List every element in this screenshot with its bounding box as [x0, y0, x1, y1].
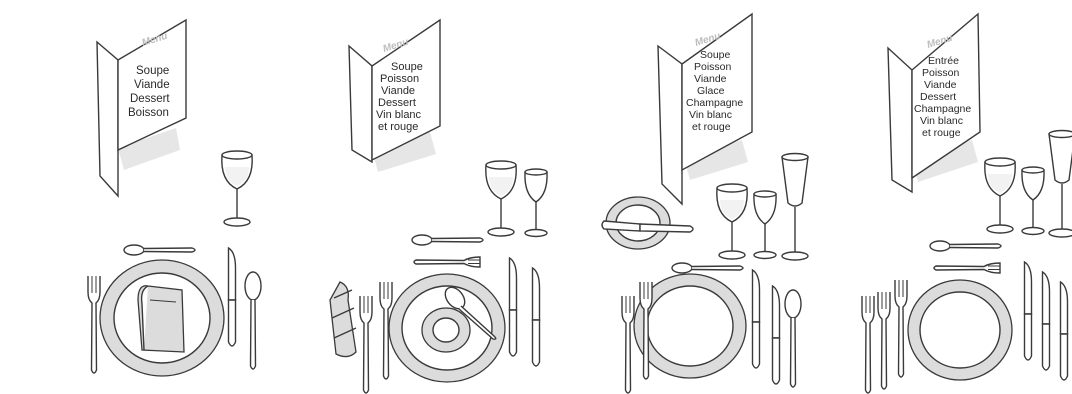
- fish-knife-icon: [773, 286, 780, 384]
- menu-item: Poisson: [380, 73, 419, 85]
- soup-spoon-icon: [785, 290, 801, 387]
- fork-icon: [88, 276, 100, 373]
- champagne-flute-icon: [1049, 131, 1072, 238]
- white-wine-glass-icon: [486, 161, 516, 236]
- menu-item: Boisson: [128, 107, 169, 119]
- fish-fork-icon: [360, 296, 372, 393]
- menu-item: Dessert: [378, 97, 416, 109]
- soup-spoon-icon: [245, 272, 261, 369]
- napkin-icon: [138, 286, 184, 352]
- dessert-spoon-icon: [672, 263, 743, 273]
- knife-icon: [1025, 262, 1032, 360]
- setting-3: Menu Soupe Poisson Viande Glace Champagn…: [602, 14, 808, 393]
- menu-item: et rouge: [922, 127, 961, 139]
- menu-item: Soupe: [700, 49, 731, 61]
- menu-item: Viande: [134, 79, 170, 91]
- knife-icon: [229, 248, 236, 346]
- setting-1: Menu Soupe Viande Dessert Boisson: [88, 20, 261, 376]
- menu-item: et rouge: [378, 121, 418, 133]
- menu-item: Dessert: [130, 93, 170, 105]
- fish-fork-icon: [862, 296, 874, 393]
- red-wine-glass-icon: [1022, 167, 1044, 235]
- menu-item: Poisson: [922, 67, 960, 79]
- fork-icon: [878, 292, 890, 389]
- menu-item: Vin blanc: [920, 115, 963, 127]
- menu-item: Poisson: [694, 61, 732, 73]
- dessert-fork-icon: [414, 257, 480, 267]
- red-wine-glass-icon: [754, 191, 776, 259]
- dessert-spoon-icon: [412, 235, 483, 245]
- menu-card-4: Menu Entrée Poisson Viande Dessert Champ…: [888, 14, 980, 192]
- fish-knife-icon: [533, 268, 540, 366]
- menu-item: Champagne: [914, 103, 971, 115]
- setting-2: Menu Soupe Poisson Viande Dessert Vin bl…: [330, 20, 547, 393]
- menu-item: Champagne: [686, 97, 743, 109]
- dessert-spoon-icon: [124, 245, 195, 255]
- menu-card-3: Menu Soupe Poisson Viande Glace Champagn…: [658, 14, 752, 204]
- menu-item: et rouge: [692, 121, 731, 133]
- dessert-fork-icon: [934, 263, 1000, 273]
- fish-knife-icon: [1043, 272, 1050, 370]
- menu-item: Viande: [694, 73, 727, 85]
- white-wine-glass-icon: [717, 184, 747, 259]
- menu-item: Glace: [697, 85, 725, 97]
- knife-icon: [510, 258, 517, 356]
- menu-item: Viande: [381, 85, 415, 97]
- menu-card-2: Menu Soupe Poisson Viande Dessert Vin bl…: [349, 20, 440, 172]
- fish-fork-icon: [622, 296, 634, 393]
- menu-item: Dessert: [920, 91, 956, 103]
- menu-item: Vin blanc: [689, 109, 732, 121]
- starter-fork-icon: [895, 280, 907, 377]
- wine-glass-icon: [222, 151, 252, 226]
- knife-icon: [753, 270, 760, 368]
- menu-item: Entrée: [928, 55, 959, 67]
- champagne-flute-icon: [782, 154, 808, 261]
- menu-item: Vin blanc: [376, 109, 422, 121]
- dinner-plate-icon: [908, 280, 1012, 380]
- setting-4: Menu Entrée Poisson Viande Dessert Champ…: [862, 14, 1072, 393]
- napkin-icon: [330, 282, 356, 357]
- white-wine-glass-icon: [985, 158, 1015, 233]
- menu-item: Soupe: [136, 65, 169, 77]
- dessert-spoon-icon: [930, 241, 1001, 251]
- menu-card-1: Menu Soupe Viande Dessert Boisson: [97, 20, 186, 196]
- starter-knife-icon: [1061, 282, 1068, 380]
- menu-item: Viande: [924, 79, 957, 91]
- menu-item: Soupe: [391, 61, 423, 73]
- red-wine-glass-icon: [525, 169, 547, 237]
